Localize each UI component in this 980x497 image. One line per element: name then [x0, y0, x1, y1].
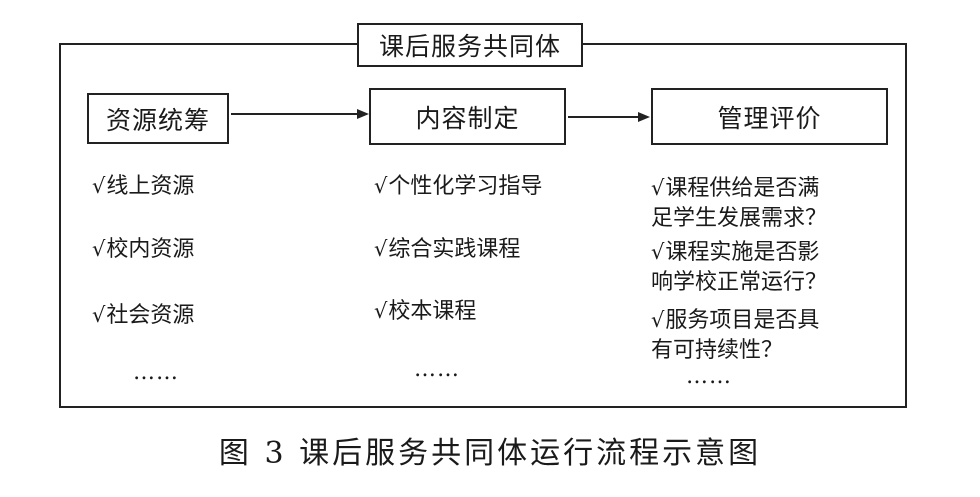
step-content-formulation: 内容制定: [369, 88, 566, 145]
list-item: √校内资源: [92, 237, 195, 262]
list-item: √线上资源: [92, 174, 195, 199]
frame-title: 课后服务共同体: [357, 23, 583, 67]
arrow-step2-to-step3: [568, 112, 650, 122]
list-item: √课程实施是否影响学校正常运行？: [651, 240, 828, 295]
more-ellipsis: ……: [133, 360, 179, 385]
list-item: √课程供给是否满足学生发展需求？: [651, 176, 828, 231]
step-management-evaluation: 管理评价: [651, 88, 888, 145]
arrow-step1-to-step2: [231, 109, 369, 119]
check-mark-icon: √: [651, 176, 665, 200]
list-item: √综合实践课程: [374, 237, 521, 262]
check-mark-icon: √: [651, 240, 665, 264]
list-item: √校本课程: [374, 299, 477, 324]
check-mark-icon: √: [374, 174, 388, 198]
figure-caption: 图 3 课后服务共同体运行流程示意图: [218, 436, 762, 471]
list-item: √个性化学习指导: [374, 174, 543, 199]
more-ellipsis: ……: [686, 364, 732, 389]
check-mark-icon: √: [92, 174, 106, 198]
check-mark-icon: √: [374, 299, 388, 323]
list-item: √服务项目是否具有可持续性？: [651, 308, 820, 363]
more-ellipsis: ……: [414, 357, 460, 382]
list-item: √社会资源: [92, 303, 195, 328]
check-mark-icon: √: [92, 237, 106, 261]
step-resource-coordination: 资源统筹: [87, 93, 229, 144]
check-mark-icon: √: [374, 237, 388, 261]
check-mark-icon: √: [92, 303, 106, 327]
check-mark-icon: √: [651, 308, 665, 332]
